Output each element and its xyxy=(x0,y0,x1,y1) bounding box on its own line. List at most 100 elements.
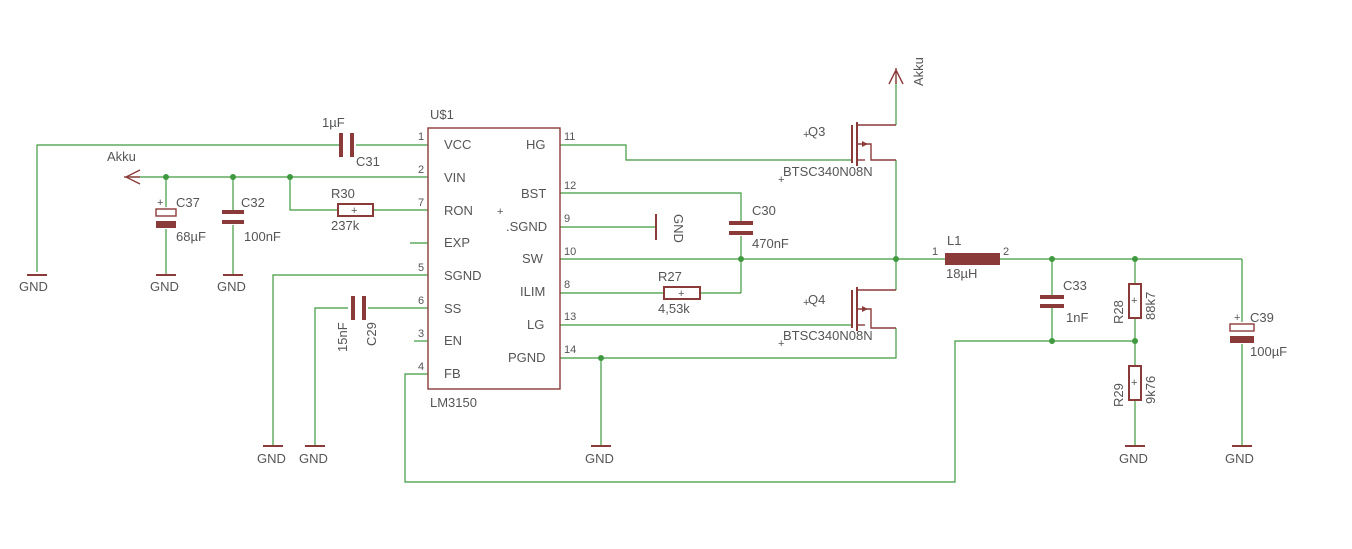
capacitor-c29: 15nF C29 xyxy=(335,296,379,352)
akku-supply-left: Akku xyxy=(107,149,141,185)
q4-value: BTSC340N08N xyxy=(783,328,873,343)
pin-num: 2 xyxy=(418,164,424,176)
c39-name: C39 xyxy=(1250,310,1274,325)
svg-text:GND: GND xyxy=(150,279,179,294)
pin-name: RON xyxy=(444,203,473,218)
svg-text:+: + xyxy=(1131,295,1137,307)
ic-value: LM3150 xyxy=(430,395,477,410)
svg-text:+: + xyxy=(803,297,809,309)
gnd-label: GND xyxy=(671,214,686,243)
q3-value: BTSC340N08N xyxy=(783,164,873,179)
c39-value: 100µF xyxy=(1250,344,1287,359)
pin-num: 9 xyxy=(564,213,570,225)
svg-text:+: + xyxy=(351,205,357,217)
gnd-symbol: GND xyxy=(150,274,179,294)
akku-label: Akku xyxy=(911,57,926,86)
pin-name: .SGND xyxy=(506,219,547,234)
r29-value: 9k76 xyxy=(1143,376,1158,404)
l1-name: L1 xyxy=(947,233,961,248)
svg-text:+: + xyxy=(157,197,163,209)
inductor-l1: 1 2 L1 18µH xyxy=(932,233,1009,281)
pin-name: SGND xyxy=(444,268,482,283)
r28-name: R28 xyxy=(1111,300,1126,324)
ic-u1: U$1 LM3150 + 1 VCC 2 VIN 7 RON EXP 5 SGN… xyxy=(410,107,576,410)
pin-num: 4 xyxy=(418,361,424,373)
l1-pin2: 2 xyxy=(1003,246,1009,258)
svg-text:GND: GND xyxy=(1119,451,1148,466)
r30-value: 237k xyxy=(331,218,360,233)
r27-name: R27 xyxy=(658,269,682,284)
resistor-r29: + R29 9k76 xyxy=(1111,365,1158,407)
akku-supply-top: Akku xyxy=(888,57,926,86)
gnd-symbol: GND xyxy=(217,274,246,294)
resistor-r28: + R28 88k7 xyxy=(1111,283,1158,324)
gnd-symbol: GND xyxy=(585,445,614,466)
c32-name: C32 xyxy=(241,195,265,210)
pin-name: SW xyxy=(522,251,544,266)
svg-text:GND: GND xyxy=(1225,451,1254,466)
r28-value: 88k7 xyxy=(1143,292,1158,320)
mosfet-q4: + Q4 + BTSC340N08N xyxy=(778,287,896,350)
c32-value: 100nF xyxy=(244,229,281,244)
c37-name: C37 xyxy=(176,195,200,210)
pin-name: FB xyxy=(444,366,461,381)
gnd-sgnd: GND xyxy=(655,214,686,243)
resistor-r27: + R27 4,53k xyxy=(658,269,701,316)
gnd-symbol: GND xyxy=(257,445,286,466)
svg-text:+: + xyxy=(497,206,503,218)
capacitor-c32: C32 100nF xyxy=(222,195,281,244)
svg-text:GND: GND xyxy=(585,451,614,466)
junctions xyxy=(163,174,1138,361)
pin-num: 10 xyxy=(564,246,576,258)
svg-text:GND: GND xyxy=(257,451,286,466)
pin-name: ILIM xyxy=(520,284,545,299)
pin-name: EN xyxy=(444,333,462,348)
pin-name: LG xyxy=(527,317,544,332)
wires xyxy=(36,77,1243,483)
l1-pin1: 1 xyxy=(932,246,938,258)
akku-label: Akku xyxy=(107,149,136,164)
c33-value: 1nF xyxy=(1066,310,1088,325)
pin-name: BST xyxy=(521,186,546,201)
pin-name: VCC xyxy=(444,137,471,152)
q3-name: Q3 xyxy=(808,124,825,139)
gnd-symbol: GND xyxy=(1119,445,1148,466)
svg-text:+: + xyxy=(1131,377,1137,389)
capacitor-c37: + C37 68µF xyxy=(155,195,206,244)
pin-name: HG xyxy=(526,137,546,152)
gnd-symbol: GND xyxy=(299,445,328,466)
mosfet-q3: + Q3 + BTSC340N08N xyxy=(778,122,896,186)
svg-text:+: + xyxy=(778,338,784,350)
svg-text:+: + xyxy=(803,129,809,141)
pin-num: 11 xyxy=(564,131,575,143)
c31-value: 1µF xyxy=(322,115,345,130)
pin-name: VIN xyxy=(444,170,466,185)
pin-num: 5 xyxy=(418,262,424,274)
r29-name: R29 xyxy=(1111,383,1126,407)
pin-num: 6 xyxy=(418,295,424,307)
r27-value: 4,53k xyxy=(658,301,690,316)
pin-num: 13 xyxy=(564,311,576,323)
capacitor-c33: C33 1nF xyxy=(1040,278,1088,325)
gnd-symbols: GND GND GND GND GND GND GND GND xyxy=(19,274,1254,466)
c29-name: C29 xyxy=(364,322,379,346)
c31-name: C31 xyxy=(356,154,380,169)
pin-num: 12 xyxy=(564,180,576,192)
q4-name: Q4 xyxy=(808,292,825,307)
pin-name: SS xyxy=(444,301,462,316)
c37-value: 68µF xyxy=(176,229,206,244)
c30-value: 470nF xyxy=(752,236,789,251)
capacitor-c39: + C39 100µF xyxy=(1229,310,1287,359)
gnd-symbol: GND xyxy=(1225,445,1254,466)
svg-text:+: + xyxy=(1234,312,1240,324)
pin-num: 7 xyxy=(418,197,424,209)
svg-text:+: + xyxy=(778,174,784,186)
capacitor-c30: C30 470nF xyxy=(729,203,789,251)
l1-value: 18µH xyxy=(946,266,977,281)
r30-name: R30 xyxy=(331,186,355,201)
resistor-r30: + R30 237k xyxy=(331,186,374,233)
pin-num: 14 xyxy=(564,344,576,356)
svg-text:GND: GND xyxy=(299,451,328,466)
c30-name: C30 xyxy=(752,203,776,218)
